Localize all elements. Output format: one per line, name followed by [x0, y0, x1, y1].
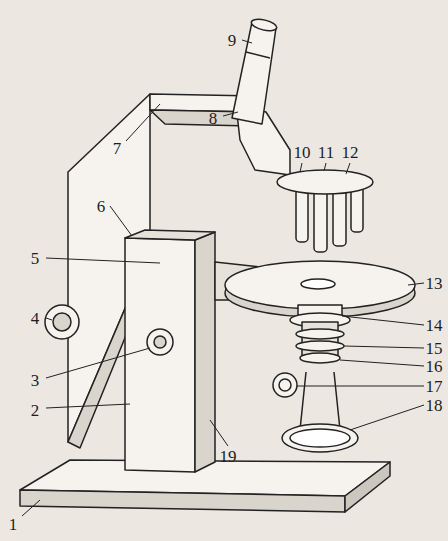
leader-line [46, 348, 150, 378]
microscope-body [20, 17, 415, 512]
leader-line [126, 104, 160, 141]
mirror [282, 424, 358, 452]
callout-number: 3 [30, 371, 41, 390]
eyepiece-top [250, 17, 278, 33]
objective [296, 186, 308, 242]
column-top [125, 230, 215, 240]
revolver [277, 170, 373, 194]
eyepiece-tube [232, 22, 276, 124]
leader-line [46, 258, 160, 263]
leader-line [346, 163, 350, 174]
leader-line [300, 163, 302, 172]
leader-line [46, 318, 52, 320]
column-side [195, 232, 215, 472]
callout-number: 7 [112, 139, 123, 158]
leader-line [22, 500, 40, 516]
stage [225, 261, 415, 309]
leader-line [344, 346, 424, 348]
condenser-knob [273, 373, 297, 397]
stage-hole [301, 279, 335, 289]
callout-number: 14 [425, 316, 444, 335]
callout-number: 10 [293, 143, 312, 162]
condenser-ring [296, 329, 344, 339]
leader-line [324, 163, 326, 171]
base-side [345, 462, 390, 512]
callout-number: 5 [30, 249, 41, 268]
base-front [20, 490, 345, 512]
callout-number: 8 [208, 109, 219, 128]
callout-number: 12 [341, 143, 360, 162]
objective [333, 188, 346, 246]
coarse-knob [45, 305, 79, 339]
condenser-knob-centre [279, 379, 291, 391]
mirror-glass [290, 429, 350, 447]
callout-number: 2 [30, 401, 41, 420]
leader-line [242, 40, 252, 43]
condenser-ring [296, 341, 344, 351]
callout-number: 13 [425, 274, 444, 293]
objective [314, 188, 327, 252]
tube-ring [246, 52, 270, 58]
callout-number: 15 [425, 339, 444, 358]
fine-knob [147, 329, 173, 355]
callout-number: 19 [219, 447, 238, 466]
leader-line [340, 360, 424, 366]
coarse-knob-centre [53, 313, 71, 331]
callout-number: 4 [30, 309, 41, 328]
mirror-fork [300, 372, 340, 430]
callout-number: 9 [227, 31, 238, 50]
leader-line [342, 316, 424, 325]
leader-line [223, 112, 238, 116]
callout-number: 6 [96, 197, 107, 216]
column [125, 238, 195, 472]
callout-number: 18 [425, 396, 444, 415]
callout-number: 16 [425, 357, 444, 376]
leader-line [46, 404, 130, 408]
leader-line [110, 206, 132, 236]
leader-line [408, 283, 424, 285]
leader-line [210, 420, 228, 446]
condenser-ring [300, 353, 340, 363]
leader-line [350, 405, 424, 430]
fine-knob-centre [154, 336, 166, 348]
callout-number: 1 [8, 515, 19, 534]
callout-number: 17 [425, 377, 444, 396]
leader-line [297, 386, 424, 387]
callout-number: 11 [317, 143, 335, 162]
leader-lines [22, 40, 424, 516]
